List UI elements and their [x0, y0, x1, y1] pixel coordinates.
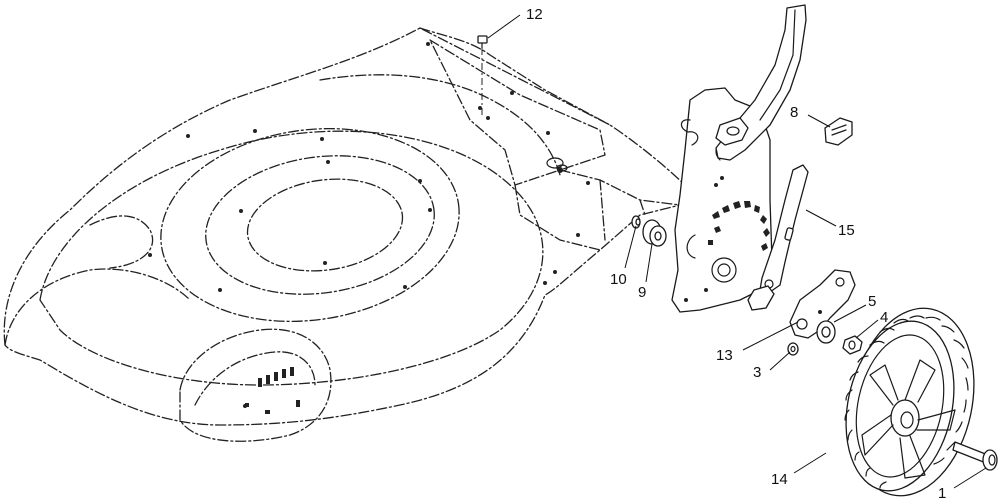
mower-deck-phantom	[3, 27, 691, 442]
callout-3: 3	[753, 364, 761, 381]
wheel-tread	[844, 315, 969, 489]
part-12-bolt	[477, 35, 488, 115]
callout-4: 4	[880, 309, 888, 326]
part-10-bolt	[631, 215, 641, 229]
callout-labels: 12 8 15 10 9 5 4 13 3 14 1	[526, 6, 946, 502]
callout-12: 12	[526, 6, 543, 23]
wheel-hub	[861, 359, 956, 479]
callout-5: 5	[868, 293, 876, 310]
part-15-link	[747, 164, 809, 311]
callout-14: 14	[771, 471, 788, 488]
height-adjust-lever	[715, 4, 807, 161]
callout-15: 15	[838, 222, 855, 239]
callout-13: 13	[716, 347, 733, 364]
part-3-small-washer	[787, 342, 799, 356]
callout-10: 10	[610, 271, 627, 288]
deck-cover-vents	[245, 367, 300, 414]
part-5-washer	[816, 320, 836, 344]
leader-lines	[487, 14, 987, 489]
part-9-spacer	[642, 219, 667, 247]
callout-8: 8	[790, 104, 798, 121]
callout-1: 1	[938, 485, 946, 502]
part-8-clip	[824, 117, 853, 146]
deck-holes	[148, 42, 590, 408]
part-13-wheel-bracket	[789, 269, 856, 339]
part-1-axle-bolt	[952, 441, 998, 471]
bracket-notches	[708, 201, 770, 251]
part-4-nut	[842, 335, 863, 355]
part-14-wheel	[844, 307, 975, 497]
callout-9: 9	[638, 284, 646, 301]
